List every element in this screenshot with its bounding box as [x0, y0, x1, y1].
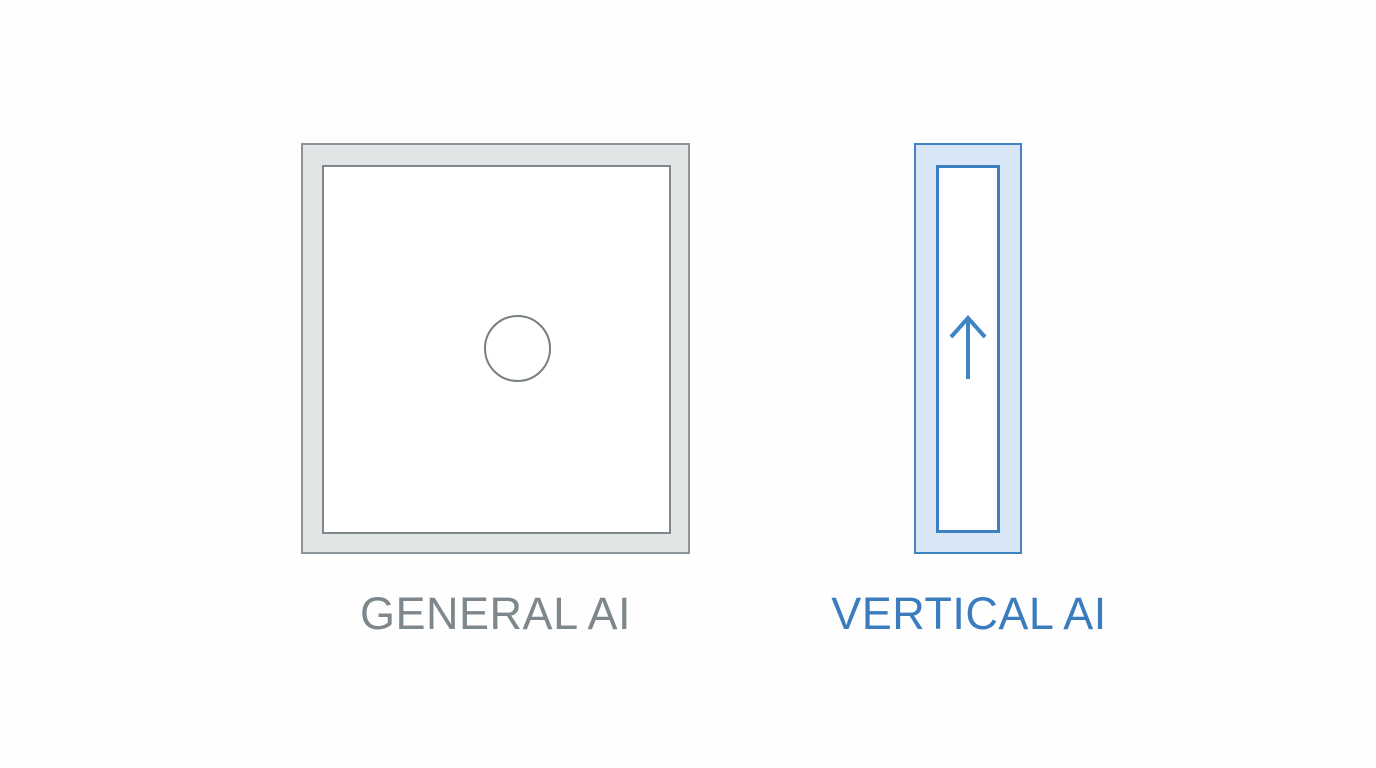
general-ai-caption: GENERAL AI	[360, 588, 631, 639]
general-ai-panel[interactable]	[301, 143, 690, 554]
vertical-ai-caption: VERTICAL AI	[831, 588, 1107, 639]
general-ai-inner-frame	[322, 165, 671, 534]
arrow-up-icon	[949, 315, 987, 379]
circle-outline-icon	[484, 315, 551, 382]
vertical-ai-inner-frame	[936, 165, 1000, 533]
vertical-ai-panel[interactable]	[914, 143, 1022, 554]
